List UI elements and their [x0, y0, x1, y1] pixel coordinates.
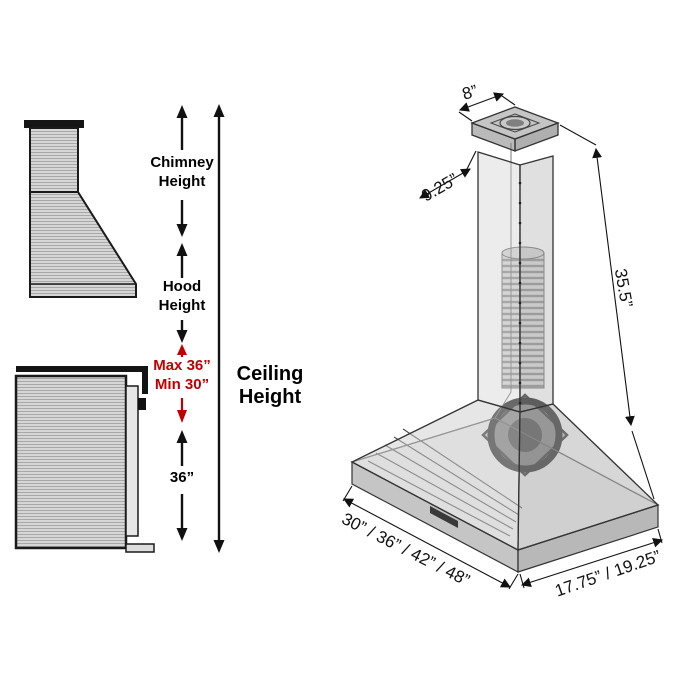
chimney-height-label: Chimney Height [150, 154, 214, 190]
wall-hood-side-profile-illustration [24, 120, 137, 298]
chimney-left-face [477, 151, 521, 413]
ceiling-height-arrow [213, 104, 225, 553]
measurement-arrows [176, 104, 225, 553]
hood-height-label: Hood Height [158, 278, 206, 314]
mount-top-bar [16, 366, 146, 372]
hood-height-arrows [176, 243, 188, 343]
flex-duct-top [501, 246, 545, 260]
mount-side-bar [142, 366, 148, 394]
canopy-profile [29, 191, 137, 298]
cap-inner-lip [489, 113, 541, 133]
hood-body-profile [14, 374, 128, 550]
hood-side-illustration [14, 366, 155, 553]
isometric-hood-drawing [342, 92, 664, 590]
max-min-arrows [177, 344, 187, 423]
counter-clearance-label: 36” [169, 469, 195, 486]
ceiling-height-label: Ceiling Height [236, 363, 304, 408]
chimney-profile [29, 127, 79, 193]
flex-duct-coil [501, 252, 545, 389]
chimney-cap-profile [24, 120, 84, 128]
hood-edge-panel [125, 385, 139, 537]
chimney-height-arrows [176, 105, 188, 237]
chimney-right-face [519, 155, 554, 413]
counter-clearance-arrows [176, 430, 188, 541]
dimension-lines [342, 92, 664, 590]
bottom-lip [125, 543, 155, 553]
max-min-label: Max 36” Min 30” [153, 357, 211, 393]
duct-opening-inner [506, 119, 524, 127]
control-knob [138, 398, 146, 410]
chimney-rivets [518, 181, 522, 405]
